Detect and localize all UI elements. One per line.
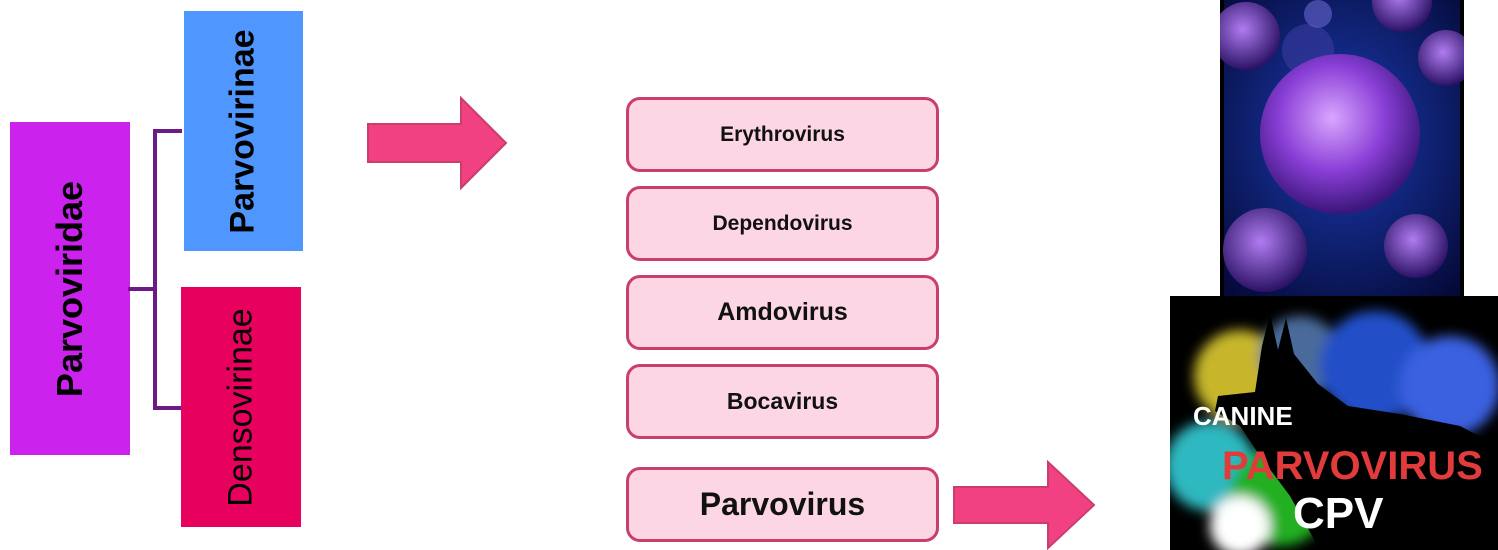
subfamily-box-densovirinae: Densovirinae xyxy=(181,287,301,527)
subfamily-box-parvovirinae: Parvovirinae xyxy=(184,11,303,251)
arrow-right-icon xyxy=(952,460,1098,550)
virus-particles-image xyxy=(1220,0,1464,296)
arrow-right-icon xyxy=(366,96,510,190)
subfamily-label: Densovirinae xyxy=(222,308,261,506)
genus-box: Amdovirus xyxy=(626,275,939,350)
genus-box: Dependovirus xyxy=(626,186,939,261)
genus-box: Erythrovirus xyxy=(626,97,939,172)
cpv-banner-line3: CPV xyxy=(1293,489,1383,539)
genus-box: Bocavirus xyxy=(626,364,939,439)
cpv-banner-line1: CANINE xyxy=(1193,401,1293,432)
cpv-banner-line2: PARVOVIRUS xyxy=(1222,444,1483,489)
genus-box-parvovirus: Parvovirus xyxy=(626,467,939,542)
subfamily-label: Parvovirinae xyxy=(224,29,263,233)
